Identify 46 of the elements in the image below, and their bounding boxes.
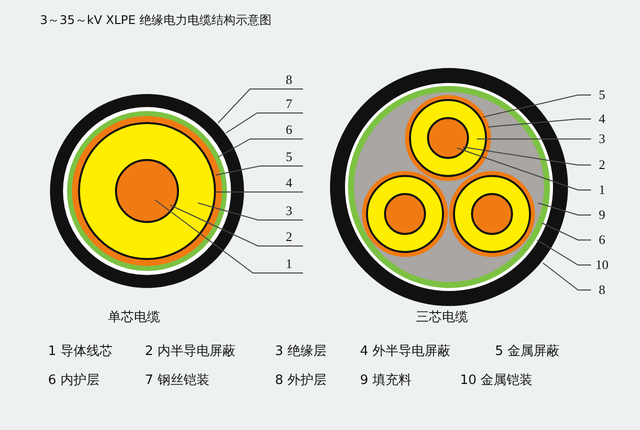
legend-entry: 8 外护层	[275, 373, 326, 389]
callout-number: 4	[275, 175, 303, 191]
leader-line	[154, 200, 304, 274]
legend-entry: 5 金属屏蔽	[495, 344, 560, 360]
leader-line	[216, 166, 304, 176]
leader-line	[462, 146, 592, 166]
callout-number: 1	[591, 182, 613, 198]
callout-number: 4	[591, 111, 613, 127]
leader-line	[542, 262, 592, 290]
leader-line	[456, 148, 592, 190]
callout-number: 2	[591, 157, 613, 173]
callout-number: 6	[275, 122, 303, 138]
leader-line	[226, 112, 304, 134]
leader-line	[538, 202, 592, 216]
leader-line	[488, 118, 592, 128]
callout-number: 8	[591, 282, 613, 298]
legend-entry: 2 内半导电屏蔽	[145, 344, 236, 360]
leader-line	[536, 240, 592, 266]
leader-line	[218, 138, 304, 158]
leader-line	[170, 204, 304, 246]
callout-number: 1	[275, 256, 303, 272]
leader-line	[476, 138, 592, 140]
callout-number: 9	[591, 207, 613, 223]
callout-number: 5	[591, 87, 613, 103]
callout-number: 2	[275, 229, 303, 245]
callout-number: 7	[275, 96, 303, 112]
legend-entry: 6 内护层	[48, 373, 100, 389]
callout-number: 6	[591, 232, 613, 248]
diagram-title: 3～35～kV XLPE 绝缘电力电缆结构示意图	[40, 12, 272, 28]
cable-type-label: 三芯电缆	[416, 310, 468, 326]
leader-line	[482, 94, 592, 118]
leader-line	[542, 222, 592, 240]
leader-line	[218, 88, 304, 124]
callout-number: 10	[591, 257, 613, 273]
cable-type-label: 单芯电缆	[108, 310, 160, 326]
legend-entry: 1 导体线芯	[48, 344, 112, 360]
legend-entry: 10 金属铠装	[460, 373, 533, 389]
callout-number: 3	[591, 131, 613, 147]
legend-entry: 3 绝缘层	[275, 344, 326, 360]
callout-number: 5	[275, 149, 303, 165]
legend-entry: 9 填充料	[360, 373, 412, 389]
callout-number: 3	[275, 203, 303, 219]
legend-entry: 7 钢丝铠装	[145, 373, 210, 389]
callout-number: 8	[275, 72, 303, 88]
legend-entry: 4 外半导电屏蔽	[360, 344, 450, 360]
leader-line	[198, 202, 304, 220]
